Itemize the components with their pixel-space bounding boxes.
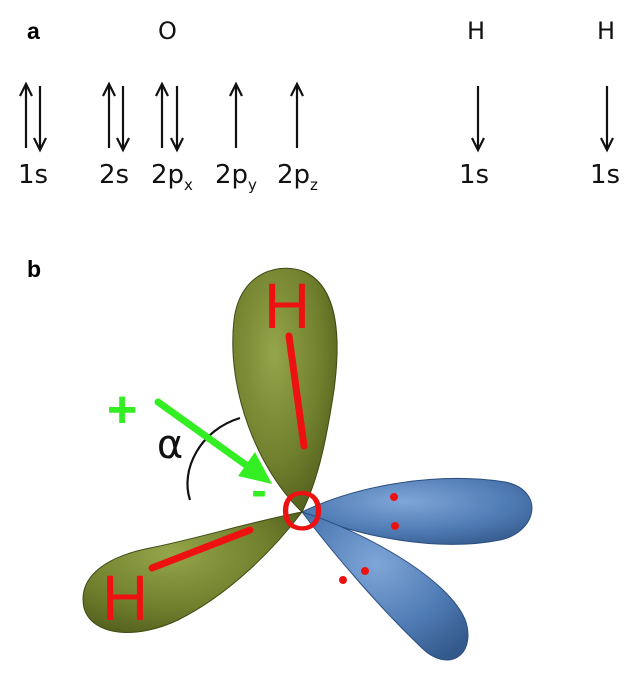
bonding-lobe-top [232,267,338,513]
lone-pair-dot [361,567,369,575]
electron-arrow-o-2pz-up [290,81,304,148]
lone-pair-dot [339,576,347,584]
panel-a-label: a [27,18,40,44]
dipole-arrowhead [238,452,272,484]
partial-negative-sign: - [251,464,266,516]
hydrogen-left-label: H [102,562,148,634]
electron-arrow-o-2py-up [229,81,243,148]
electron-arrow-o-1s-up [19,81,33,148]
orbital-label-h2-1s: 1s [590,160,621,190]
oh-bond-left-line [148,526,254,572]
oxygen-atom-label: O [158,17,177,45]
bond-angle-symbol: α [157,422,183,468]
electron-arrow-o-1s-down [33,86,47,153]
orbital-label-o-2py: 2py [215,160,257,194]
oxygen-label: O [280,479,324,542]
orbital-label-o-2s: 2s [99,160,130,190]
electron-arrow-h2-1s-down [600,86,614,153]
orbital-label-o-1s: 1s [18,160,49,190]
dipole-arrow-shaft [154,398,257,474]
hydrogen-2-atom-label: H [597,17,616,45]
lone-pair-lobe-right [300,478,533,545]
lone-pair-lobe-bottom [300,511,469,661]
lone-pair-dot [390,493,398,501]
hydrogen-1-atom-label: H [467,17,486,45]
orbital-label-o-2pz: 2pz [277,160,318,194]
oh-bond-top-line [285,332,308,450]
bond-angle-arc [186,416,241,501]
hydrogen-top-label: H [264,270,310,342]
partial-positive-sign: + [107,381,137,439]
electron-arrow-o-2px-up [155,81,169,148]
lone-pair-dot [391,522,399,530]
orbital-label-o-2px: 2px [151,160,193,194]
orbital-label-h1-1s: 1s [459,160,490,190]
electron-arrow-o-2px-down [170,86,184,153]
electron-arrow-h1-1s-down [471,86,485,153]
electron-arrow-o-2s-up [102,81,116,148]
electron-arrow-o-2s-down [116,86,130,153]
bonding-lobe-left [82,511,304,633]
panel-b-label: b [27,256,41,282]
